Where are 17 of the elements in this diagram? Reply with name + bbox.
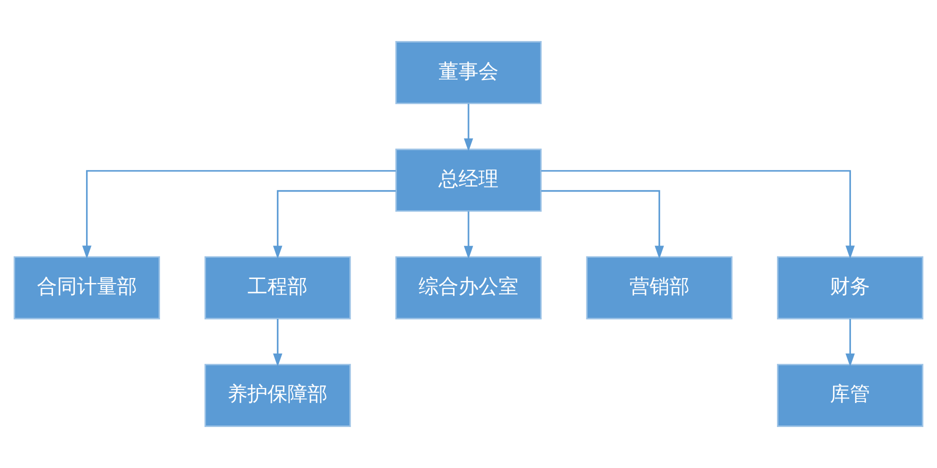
node-box: 总经理 bbox=[395, 148, 542, 212]
node-box: 库管 bbox=[776, 364, 924, 427]
node-box: 营销部 bbox=[586, 256, 732, 320]
node-box: 工程部 bbox=[204, 256, 351, 320]
arrow bbox=[273, 190, 396, 260]
arrow bbox=[846, 318, 855, 367]
arrow bbox=[464, 104, 474, 152]
arrow bbox=[82, 170, 396, 259]
node-box: 合同计量部 bbox=[14, 256, 160, 320]
node-box: 综合办公室 bbox=[395, 256, 542, 320]
arrow bbox=[541, 190, 664, 260]
arrow bbox=[273, 318, 282, 367]
node-box: 财务 bbox=[776, 256, 924, 320]
node-box: 养护保障部 bbox=[204, 364, 351, 427]
node-box: 董事会 bbox=[395, 41, 542, 104]
arrow bbox=[541, 170, 855, 259]
arrow bbox=[464, 211, 474, 260]
